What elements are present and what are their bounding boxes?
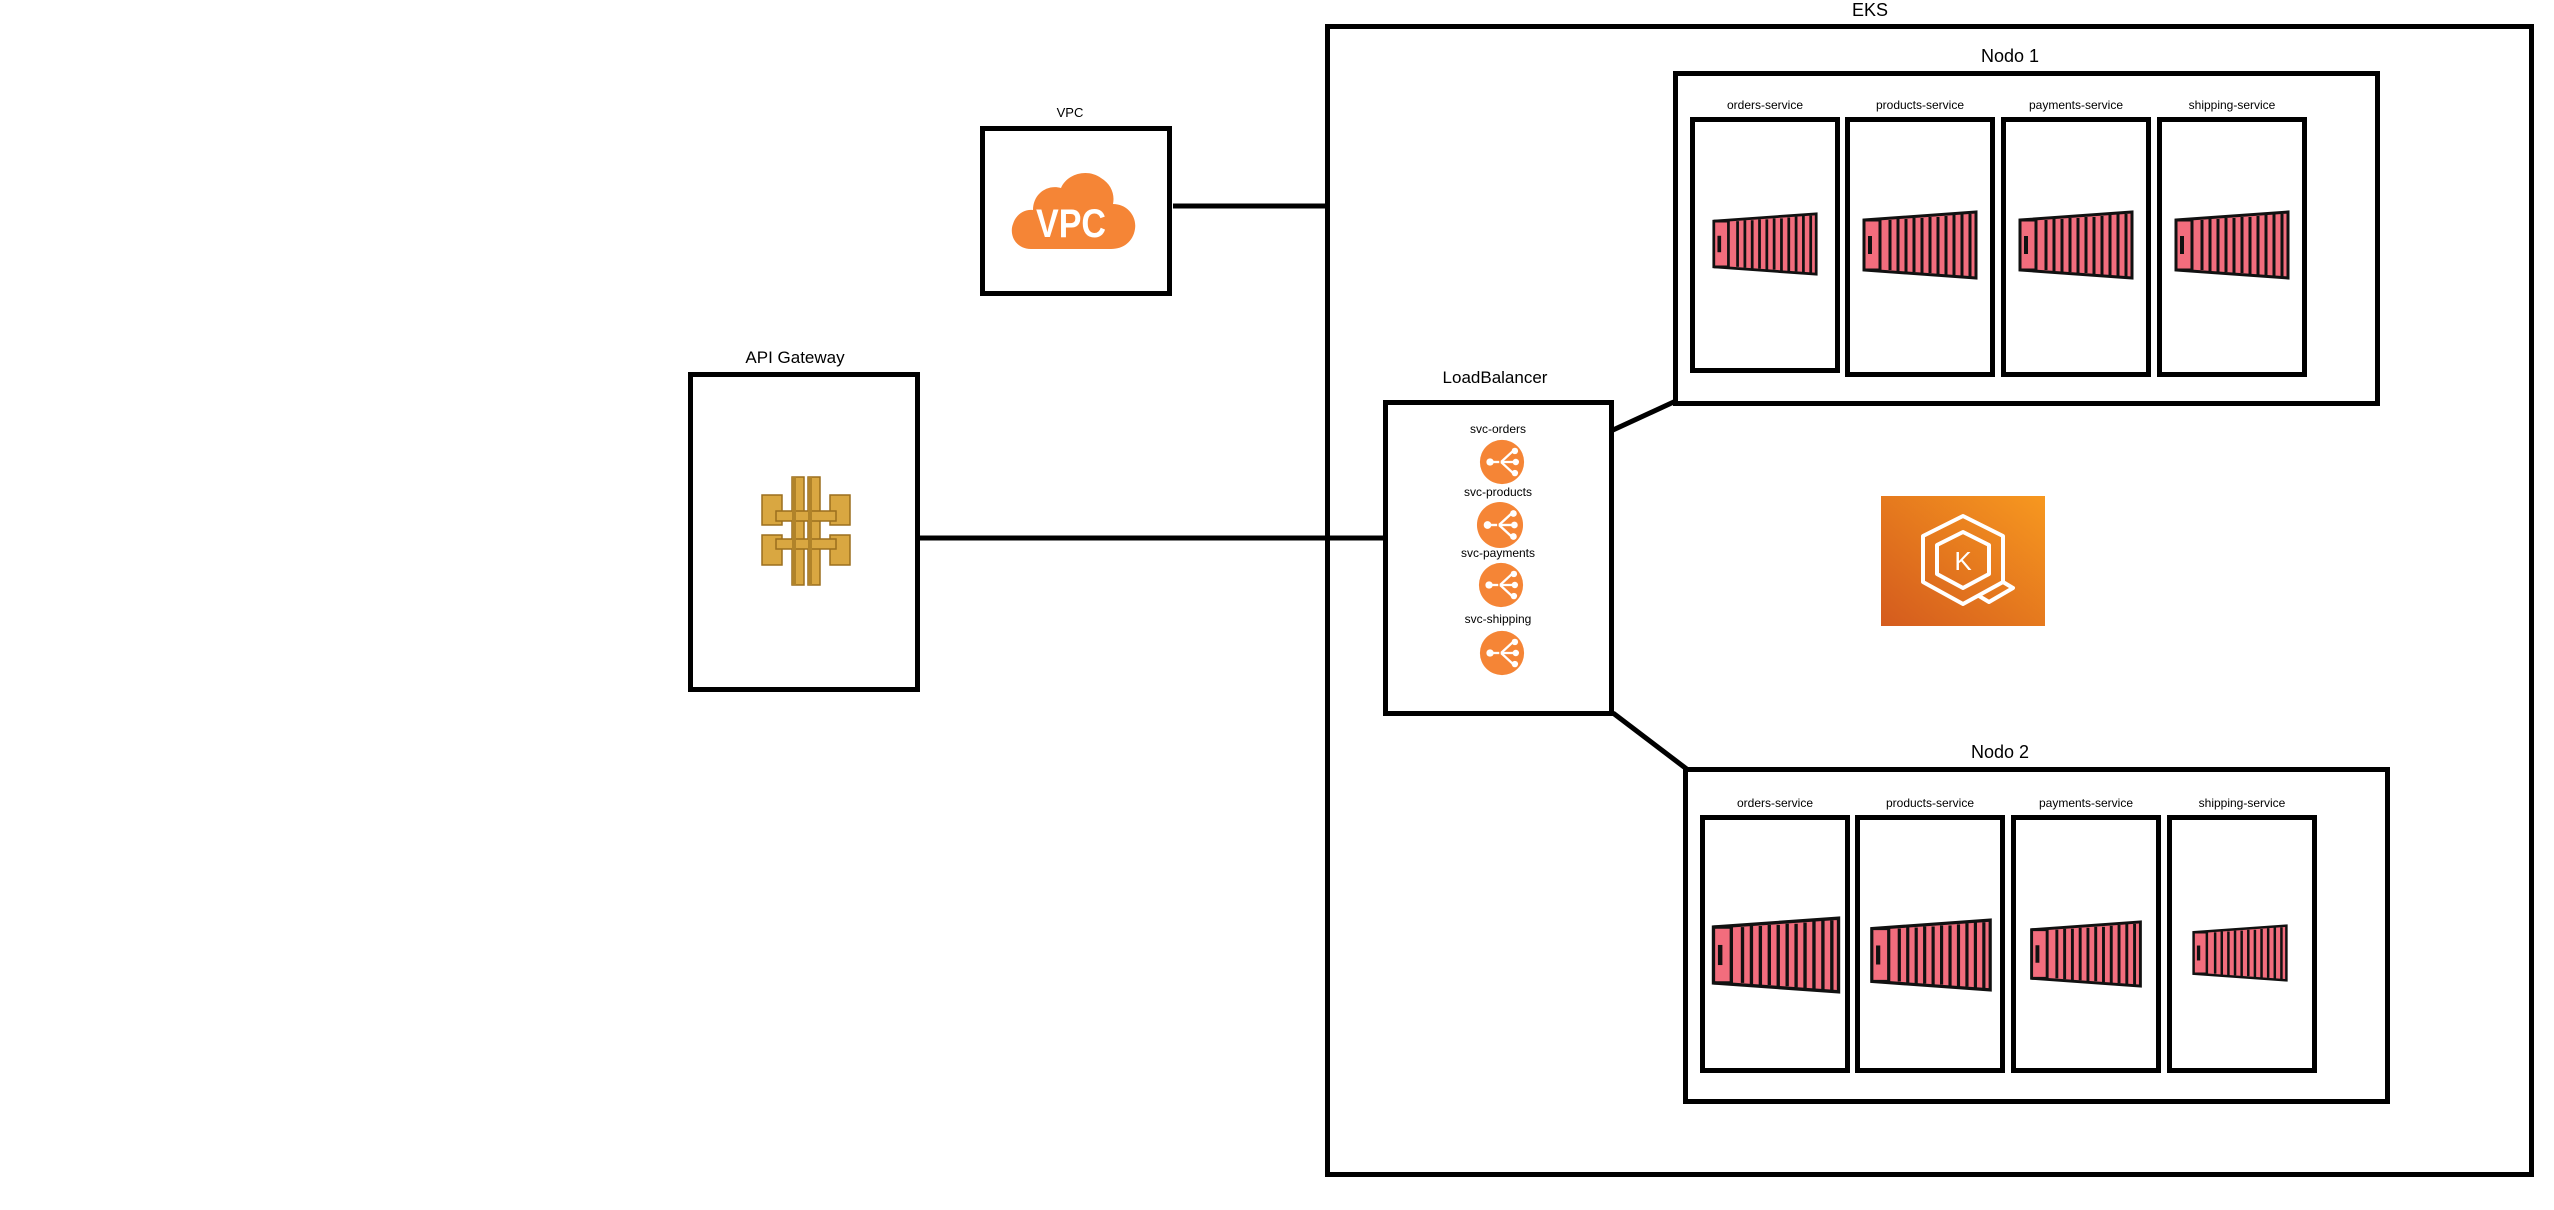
pod-box: [2011, 815, 2161, 1073]
pod-label: shipping-service: [2188, 98, 2276, 112]
vpc-box: VPC: [980, 126, 1172, 296]
pod-label: orders-service: [1726, 98, 1804, 112]
eks-cluster-box: [1325, 24, 2534, 1177]
eks-title: EKS: [1851, 0, 1889, 20]
svc-products-label: svc-products: [1463, 485, 1533, 499]
lb-to-node2-line: [1611, 711, 1690, 772]
container-icon: [1870, 918, 1992, 992]
container-icon: [1711, 916, 1841, 994]
node-1-title: Nodo 1: [1980, 46, 2040, 66]
api-gateway-icon: [761, 476, 851, 586]
node-2-title: Nodo 2: [1970, 742, 2030, 762]
container-icon: [1712, 212, 1818, 276]
load-balancer-box: svc-orders svc-products svc-payments: [1383, 400, 1614, 716]
api-gateway-title: API Gateway: [745, 348, 845, 367]
container-icon: [1862, 210, 1978, 280]
load-balancer-icon: [1476, 501, 1524, 549]
eks-kubernetes-icon: K: [1881, 496, 2045, 626]
load-balancer-icon: [1478, 562, 1524, 608]
load-balancer-icon: [1479, 630, 1525, 676]
load-balancer-title: LoadBalancer: [1442, 368, 1548, 387]
container-icon: [2030, 920, 2142, 988]
pod-box: [1845, 117, 1995, 377]
container-icon: [2192, 924, 2288, 982]
vpc-cloud-icon: VPC: [1011, 173, 1136, 249]
pod-box: [2001, 117, 2151, 377]
node-1-box: orders-service products-service: [1673, 71, 2380, 406]
node-2-box: orders-service products-service: [1683, 767, 2390, 1104]
vpc-title: VPC: [1056, 105, 1084, 120]
eks-icon-letter: K: [1954, 546, 1972, 576]
load-balancer-icon: [1479, 439, 1525, 485]
pod-box: [2167, 815, 2317, 1073]
pod-box: [1700, 815, 1850, 1073]
pod-label: orders-service: [1736, 796, 1814, 810]
svc-payments-label: svc-payments: [1460, 546, 1536, 560]
container-icon: [2018, 210, 2134, 280]
container-icon: [2174, 210, 2290, 280]
svc-orders-label: svc-orders: [1469, 422, 1526, 436]
pod-box: [1690, 117, 1840, 373]
pod-label: payments-service: [2038, 796, 2134, 810]
pod-box: [1855, 815, 2005, 1073]
vpc-icon-text: VPC: [1036, 202, 1106, 246]
pod-label: products-service: [1875, 98, 1965, 112]
svc-shipping-label: svc-shipping: [1464, 612, 1532, 626]
pod-box: [2157, 117, 2307, 377]
lb-to-node1-line: [1611, 397, 1680, 433]
pod-label: products-service: [1885, 796, 1975, 810]
pod-label: shipping-service: [2198, 796, 2286, 810]
api-gateway-box: [688, 372, 920, 692]
pod-label: payments-service: [2028, 98, 2124, 112]
